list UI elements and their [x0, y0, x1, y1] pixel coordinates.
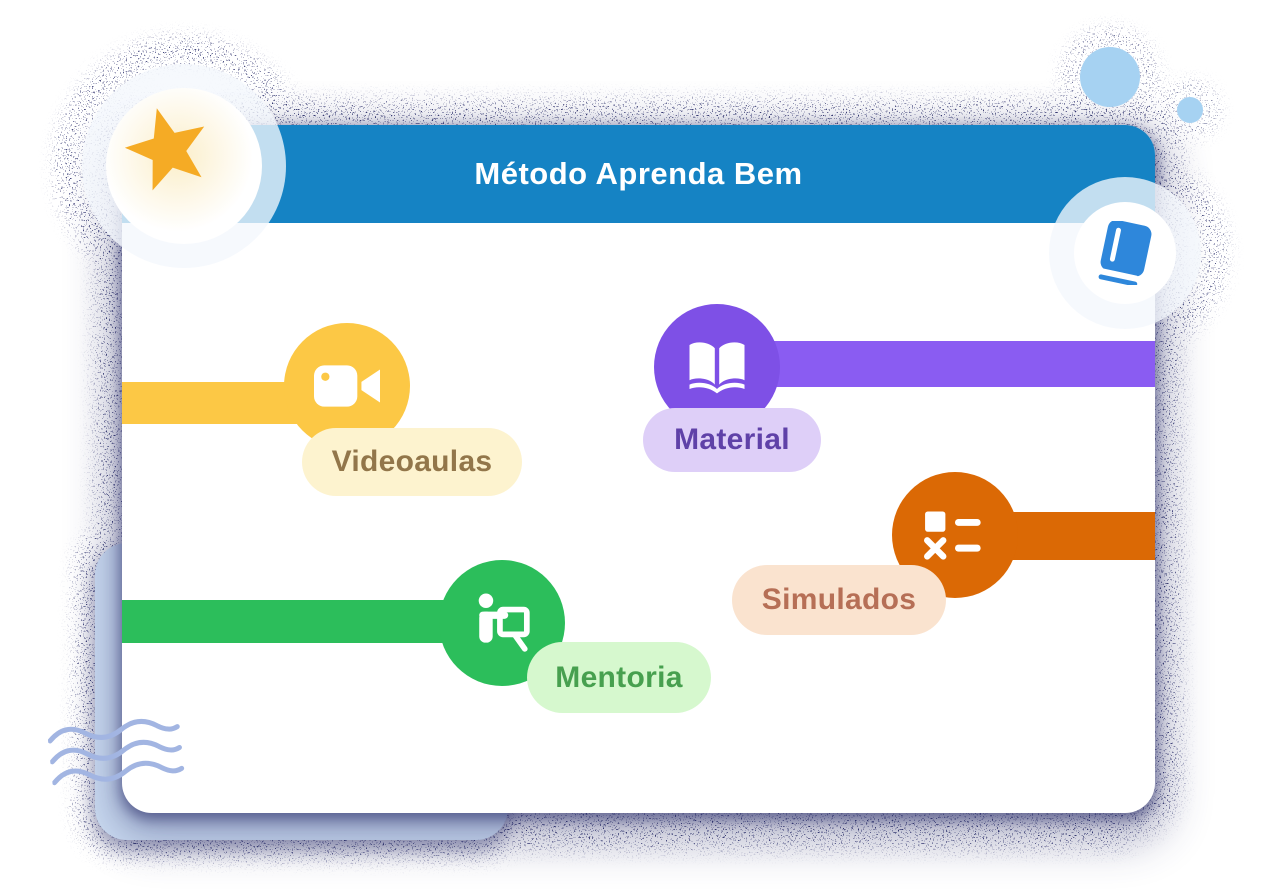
person-presenting-icon	[478, 593, 530, 652]
book-icon	[1098, 221, 1152, 285]
mentoria-label-pill: Mentoria	[527, 642, 711, 713]
videoaulas-label: Videoaulas	[331, 445, 493, 478]
material-connector-bar	[715, 341, 1155, 387]
simulados-label: Simulados	[761, 583, 917, 616]
star-icon	[124, 108, 205, 191]
mentoria-label: Mentoria	[555, 660, 683, 694]
open-book-icon	[689, 342, 745, 394]
decor-bubble-large	[1080, 47, 1140, 107]
math-operations-icon	[924, 511, 981, 560]
videoaulas-label-pill: Videoaulas	[302, 428, 522, 496]
waves-decoration	[47, 719, 185, 786]
page-title: Método Aprenda Bem	[474, 156, 803, 191]
decor-bubble-small	[1177, 97, 1203, 123]
video-camera-icon	[314, 365, 380, 407]
simulados-label-pill: Simulados	[732, 565, 946, 635]
card-header: Método Aprenda Bem	[122, 125, 1155, 223]
material-label-pill: Material	[643, 408, 821, 472]
book-badge	[1049, 177, 1201, 329]
star-badge	[82, 64, 286, 268]
method-card: Método Aprenda Bem Videoaulas Material	[122, 125, 1155, 813]
material-label: Material	[674, 423, 790, 456]
